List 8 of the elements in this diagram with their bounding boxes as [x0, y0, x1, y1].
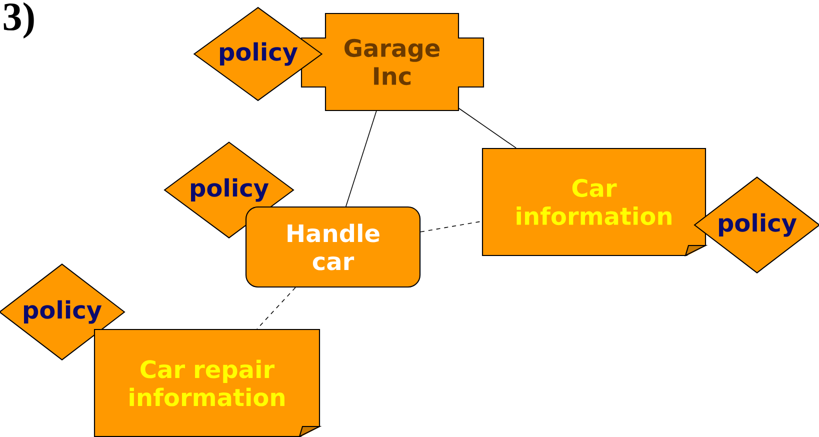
figure-number: 3): [4, 2, 34, 39]
connector: [458, 108, 516, 148]
actor-box: Garage Inc: [300, 12, 484, 112]
dashed-connector: [256, 287, 296, 330]
dashed-connector: [420, 220, 482, 232]
connector: [346, 110, 377, 207]
node-label: policy: [719, 213, 797, 237]
process-box: Handle car: [245, 206, 421, 288]
